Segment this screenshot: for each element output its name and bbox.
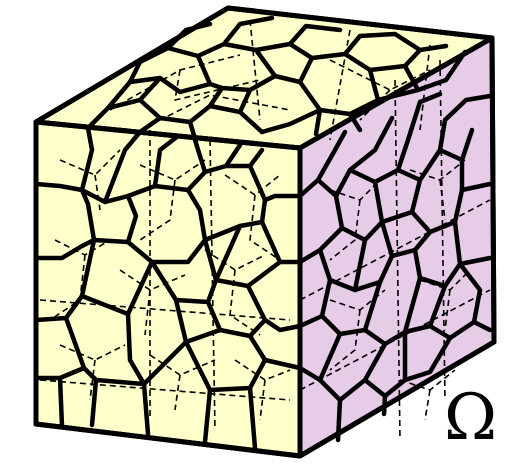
cube-outline xyxy=(33,5,497,459)
domain-label-omega: Ω xyxy=(444,381,498,455)
front-face-grain-boundaries xyxy=(33,125,303,451)
right-face-grain-boundaries xyxy=(297,91,493,443)
top-face-grain-boundaries xyxy=(85,15,468,145)
